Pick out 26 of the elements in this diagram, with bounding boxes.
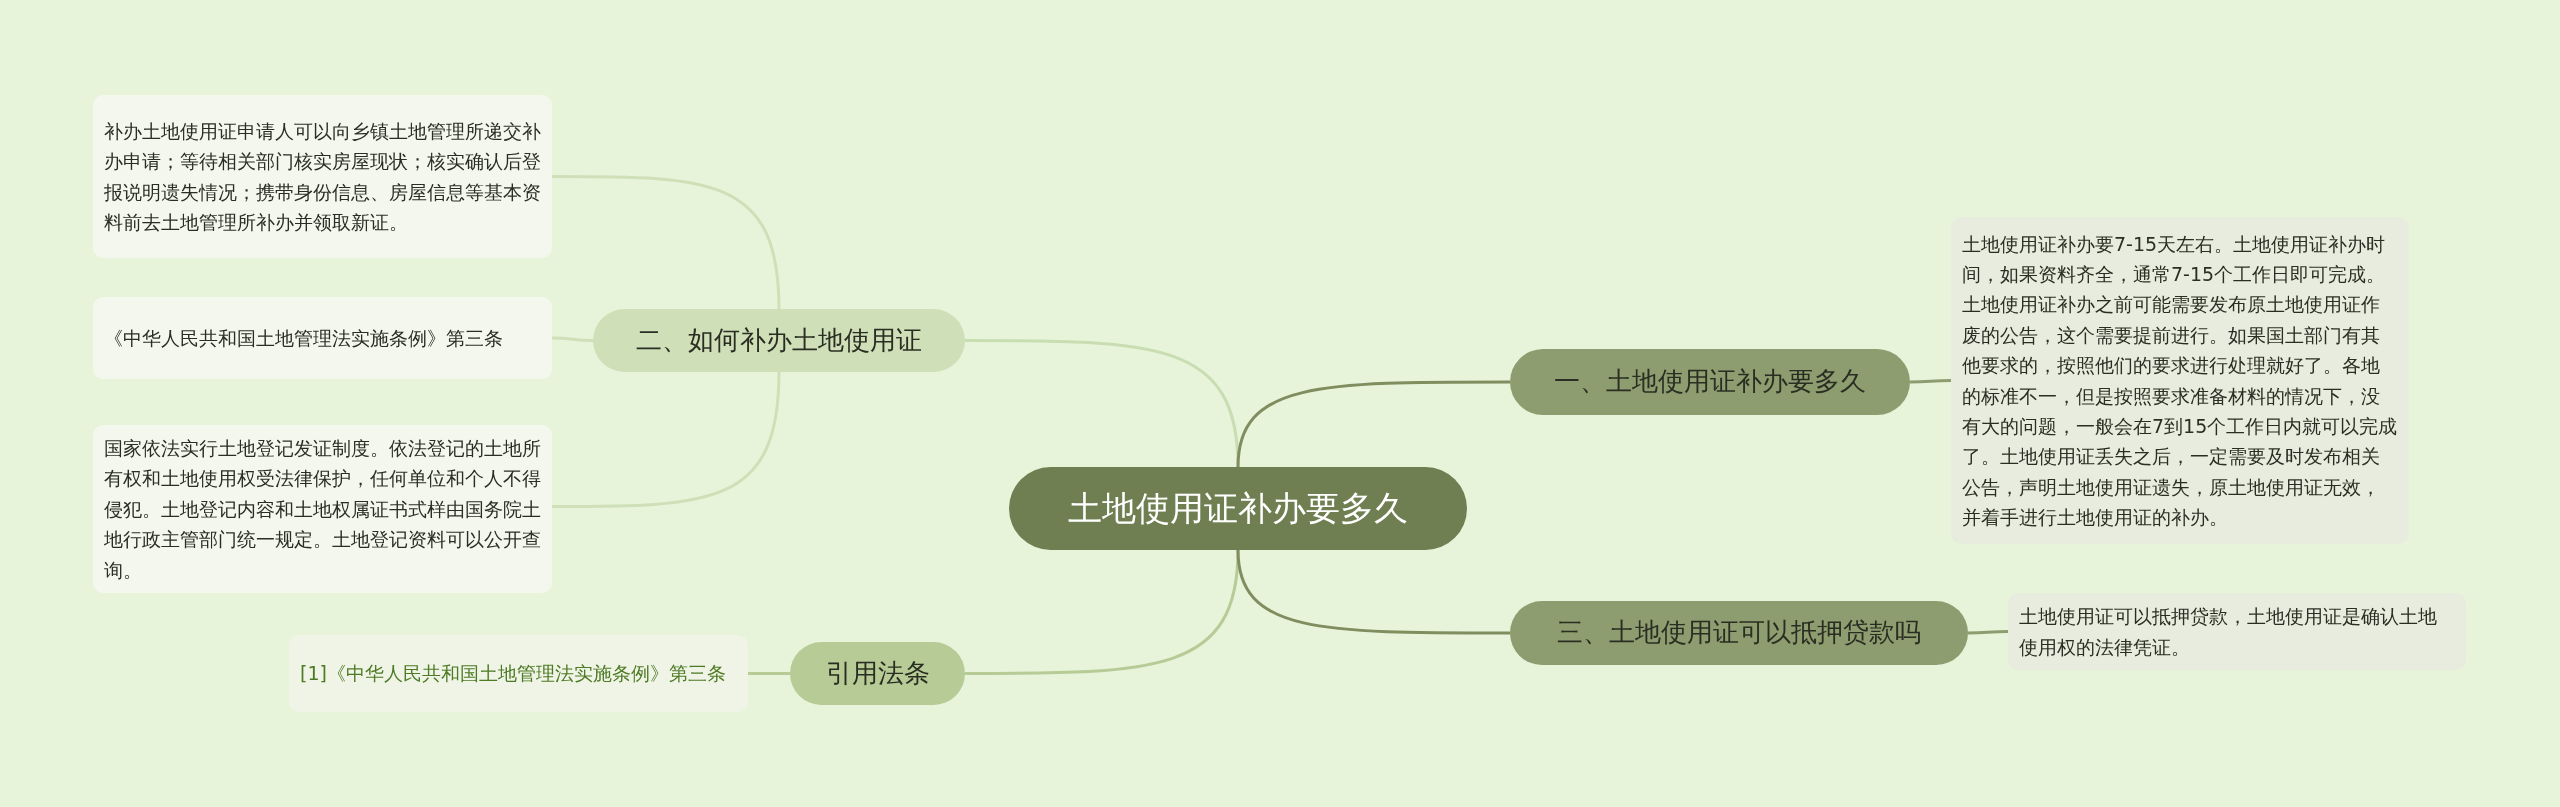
- note-text: 土地使用证可以抵押贷款，土地使用证是确认土地使用权的法律凭证。: [2019, 604, 2438, 660]
- topic-label: 二、如何补办土地使用证: [636, 324, 922, 357]
- topic-label: 土地使用证补办要多久: [1068, 488, 1408, 529]
- connector-line: [965, 339, 1240, 468]
- connector-line: [1968, 630, 2008, 635]
- topic-label: 引用法条: [825, 657, 930, 690]
- connector-line: [552, 371, 781, 508]
- topic-label: 三、土地使用证可以抵押贷款吗: [1557, 617, 1921, 649]
- note-card: [93, 95, 552, 258]
- connector-line: [1236, 549, 1510, 635]
- note-card: [289, 635, 748, 712]
- note-text: 《中华人民共和国土地管理法实施条例》第三条: [104, 325, 503, 351]
- note-text: 补办土地使用证申请人可以向乡镇土地管理所递交补办申请；等待相关部门核实房屋现状；核实确认后登报说明遗失情况；携带身份信息、房屋信息等基本资料前去土地管理所补办并领取新证。: [104, 118, 541, 235]
- connector-line: [552, 336, 593, 342]
- note-text: 国家依法实行土地登记发证制度。依法登记的土地所有权和土地使用权受法律保护，任何单位和个人不得侵犯。土地登记内容和土地权属证书式样由国务院土地行政主管部门统一规定。土地登记资料可以公开查询。: [104, 436, 541, 583]
- note-card: [93, 297, 552, 379]
- connector-line: [748, 672, 790, 675]
- connector-line: [965, 549, 1240, 675]
- note-card: [2008, 593, 2466, 670]
- connector-line: [1236, 380, 1510, 468]
- note-text: 土地使用证补办要7-15天左右。土地使用证补办时间，如果资料齐全，通常7-15个工作日即可完成。土地使用证补办之前可能需要发布原土地使用证作废的公告，这个需要提前进行。如果国土部门有其他要求的，按照他们的要求进行处理就好了。各地的标准不一，但是按照要求准备材料的情况下，没有大的问题，一般会在7到15个工作日内就可以完成了。土地使用证丢失之后，一定需要及时发布相关公告，声明土地使用证遗失，原土地使用证无效，并着手进行土地使用证的补办。: [1962, 231, 2398, 531]
- note-text: [1]《中华人民共和国土地管理法实施条例》第三条: [300, 661, 726, 687]
- note-card: [93, 425, 552, 593]
- connector-line: [1910, 379, 1951, 384]
- connector-line: [552, 175, 781, 310]
- topic-label: 一、土地使用证补办要多久: [1554, 366, 1866, 398]
